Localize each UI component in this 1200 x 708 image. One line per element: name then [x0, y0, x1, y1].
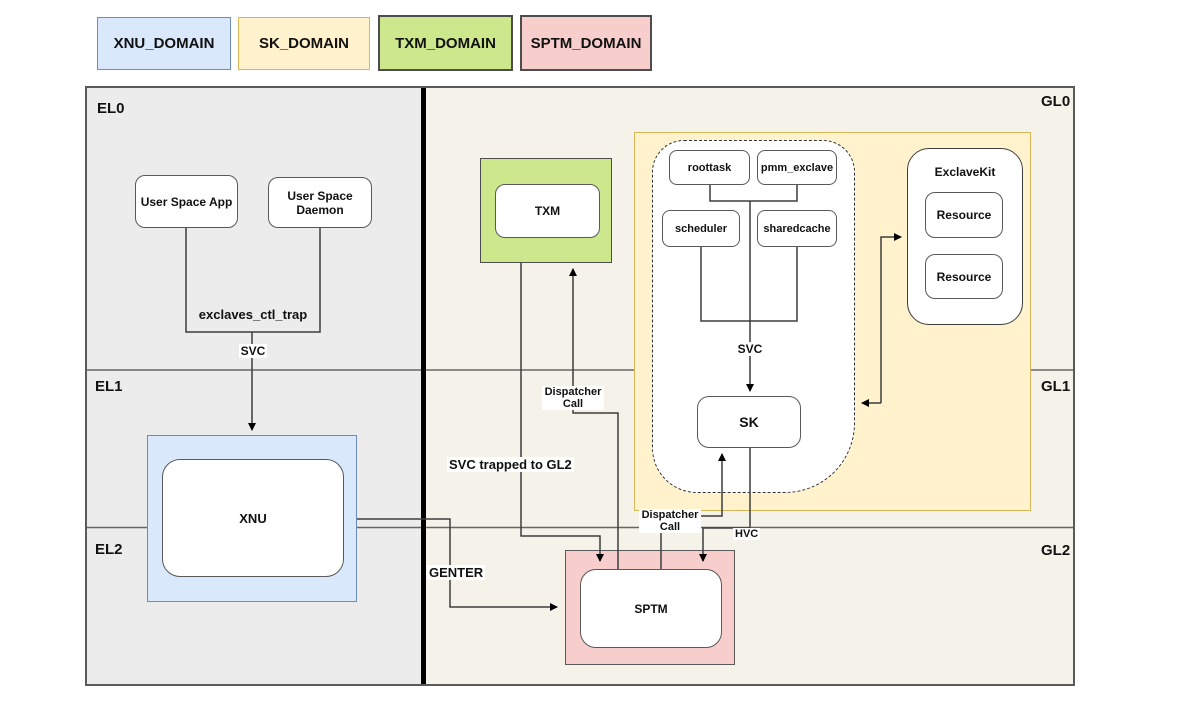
- region-label-gl1: GL1: [1041, 378, 1070, 395]
- xnu-label: XNU: [239, 510, 267, 526]
- svc-el0-text: SVC: [238, 344, 268, 358]
- node-sk: SK: [697, 396, 801, 448]
- user-space-daemon-label: User Space Daemon: [287, 188, 353, 217]
- svc-trapped-gl2-text: SVC trapped to GL2: [447, 457, 574, 472]
- label-genter: GENTER: [427, 565, 486, 580]
- scheduler-label: scheduler: [675, 222, 727, 235]
- genter-text: GENTER: [427, 565, 486, 580]
- region-label-el1: EL1: [95, 378, 123, 395]
- node-roottask: roottask: [669, 150, 750, 185]
- sk-label: SK: [739, 414, 759, 430]
- legend-sptm-label: SPTM_DOMAIN: [530, 34, 642, 52]
- legend-txm-domain: TXM_DOMAIN: [378, 15, 513, 71]
- label-svc-el0: SVC: [237, 344, 269, 358]
- node-pmm-exclave: pmm_exclave: [757, 150, 837, 185]
- legend-sk-label: SK_DOMAIN: [258, 35, 349, 52]
- resource-2-label: Resource: [936, 269, 992, 284]
- roottask-label: roottask: [687, 161, 732, 174]
- pmm-exclave-label: pmm_exclave: [760, 161, 834, 174]
- node-txm: TXM: [495, 184, 600, 238]
- region-label-gl2: GL2: [1041, 542, 1070, 559]
- el0-text: EL0: [97, 100, 125, 117]
- exclaves-ctl-trap-text: exclaves_ctl_trap: [198, 307, 308, 322]
- el1-text: EL1: [95, 378, 123, 395]
- svc-sk-text: SVC: [735, 342, 765, 356]
- region-label-gl0: GL0: [1041, 93, 1070, 110]
- legend-sptm-domain: SPTM_DOMAIN: [520, 15, 652, 71]
- el2-text: EL2: [95, 541, 123, 558]
- txm-label: TXM: [534, 204, 561, 218]
- region-label-el0: EL0: [97, 100, 125, 117]
- node-sharedcache: sharedcache: [757, 210, 837, 247]
- region-label-el2: EL2: [95, 541, 123, 558]
- dispatcher-call-sk-text: Dispatcher Call: [641, 509, 699, 533]
- resource-1-label: Resource: [936, 208, 992, 222]
- label-dispatcher-call-txm: Dispatcher Call: [542, 386, 604, 410]
- node-resource-2: Resource: [925, 254, 1003, 299]
- legend-xnu-label: XNU_DOMAIN: [113, 35, 215, 52]
- node-sptm: SPTM: [580, 569, 722, 648]
- label-exclaves-ctl-trap: exclaves_ctl_trap: [190, 307, 316, 322]
- label-hvc: HVC: [733, 528, 767, 540]
- legend-xnu-domain: XNU_DOMAIN: [97, 17, 231, 70]
- gl0-text: GL0: [1041, 93, 1071, 110]
- node-resource-1: Resource: [925, 192, 1003, 238]
- label-svc-sk: SVC: [733, 342, 767, 356]
- gl2-text: GL2: [1041, 542, 1071, 559]
- legend-sk-domain: SK_DOMAIN: [238, 17, 370, 70]
- node-xnu: XNU: [162, 459, 344, 577]
- gl1-text: GL1: [1041, 378, 1071, 395]
- user-space-app-label: User Space App: [140, 194, 233, 209]
- node-user-space-daemon: User Space Daemon: [268, 177, 372, 228]
- legend-txm-label: TXM_DOMAIN: [395, 34, 496, 52]
- label-svc-trapped-gl2: SVC trapped to GL2: [447, 457, 577, 472]
- el-gl-thick-divider: [421, 86, 426, 686]
- sptm-label: SPTM: [634, 601, 668, 616]
- exclavekit-label: ExclaveKit: [934, 165, 996, 179]
- node-user-space-app: User Space App: [135, 175, 238, 228]
- hvc-text: HVC: [733, 528, 761, 540]
- dispatcher-call-txm-text: Dispatcher Call: [544, 386, 602, 410]
- label-dispatcher-call-sk: Dispatcher Call: [639, 509, 701, 533]
- sharedcache-label: sharedcache: [763, 222, 831, 235]
- node-scheduler: scheduler: [662, 210, 740, 247]
